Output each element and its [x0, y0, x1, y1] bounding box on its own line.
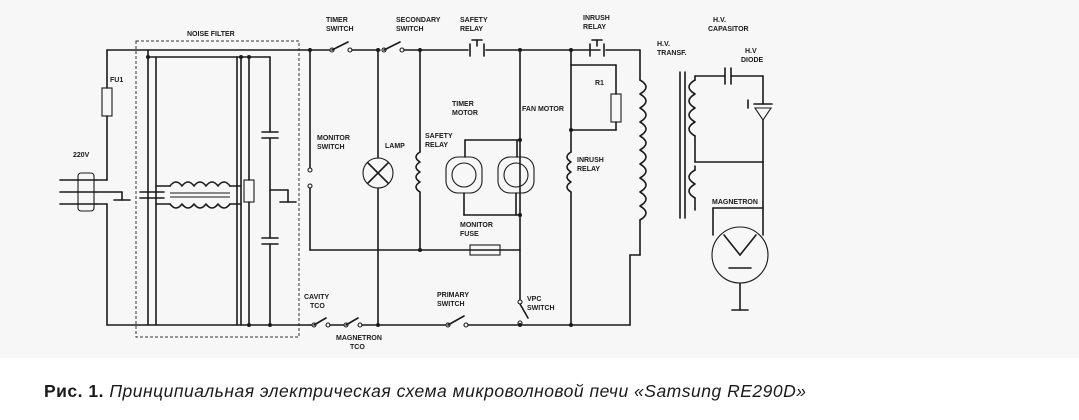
safety-relay-contact — [469, 39, 601, 57]
magnetron-tco-label-2: TCO — [350, 344, 365, 351]
fuse-fu1-label: FU1 — [110, 77, 123, 84]
timer-switch-label-1: TIMER — [326, 17, 348, 24]
vpc-switch — [517, 299, 573, 327]
fan-motor-label: FAN MOTOR — [522, 106, 564, 113]
noise-filter-box — [135, 40, 300, 338]
inrush-relay-coil — [566, 64, 573, 326]
secondary-switch-label-2: SWITCH — [396, 26, 424, 33]
noise-filter-label: NOISE FILTER — [187, 31, 235, 38]
lamp — [362, 48, 394, 326]
lamp-label: LAMP — [385, 143, 405, 150]
hv-capasitor-label-1: H.V. — [713, 17, 726, 24]
inrush-relay-contact — [589, 39, 641, 57]
timer-motor-label-2: MOTOR — [452, 110, 478, 117]
magnetron-tco-label-1: MAGNETRON — [336, 335, 382, 342]
hv-transformer — [639, 49, 696, 256]
magnetron-tco — [343, 317, 379, 328]
secondary-switch — [381, 41, 469, 53]
timer-motor-label-1: TIMER — [452, 101, 474, 108]
timer-switch-label-2: SWITCH — [326, 26, 354, 33]
monitor-switch — [307, 49, 521, 251]
figure-panel: NOISE FILTER 220V FU1 — [59, 15, 773, 351]
cavity-tco-label-2: TCO — [310, 303, 325, 310]
monitor-fuse-label-2: FUSE — [460, 231, 479, 238]
safety-relay-top-label-1: SAFETY — [460, 17, 488, 24]
timer-switch — [309, 41, 381, 53]
circuit-schematic: NOISE FILTER 220V FU1 — [59, 15, 773, 351]
magnetron — [711, 161, 769, 311]
inrush-relay-coil-label-2: RELAY — [577, 166, 600, 173]
primary-switch-label-2: SWITCH — [437, 301, 465, 308]
hv-diode-label-2: DIODE — [741, 57, 764, 64]
monitor-switch-label-1: MONITOR — [317, 135, 350, 142]
primary-switch — [445, 315, 631, 328]
safety-relay-top-label-2: RELAY — [460, 26, 483, 33]
safety-relay-coil — [415, 48, 422, 252]
inrush-relay-coil-label-1: INRUSH — [577, 157, 604, 164]
cavity-tco — [309, 317, 345, 328]
hv-transf-label-1: H.V. — [657, 41, 670, 48]
figure-caption-prefix: Рис. 1. — [44, 381, 104, 401]
figure-caption: Рис. 1. Принципиальная электрическая схе… — [44, 381, 806, 402]
resistor-r1 — [569, 48, 622, 131]
figure-caption-text: Принципиальная электрическая схема микро… — [109, 381, 807, 401]
fan-motor — [497, 139, 535, 216]
vpc-switch-label-1: VPC — [527, 296, 541, 303]
hv-diode — [747, 99, 773, 121]
noise-filter-internals — [139, 49, 297, 327]
monitor-fuse-label-1: MONITOR — [460, 222, 493, 229]
monitor-switch-label-2: SWITCH — [317, 144, 345, 151]
hv-diode-label-1: H.V — [745, 48, 757, 55]
mains-input — [59, 172, 131, 212]
inrush-relay-top-label-2: RELAY — [583, 24, 606, 31]
hv-transf-label-2: TRANSF. — [657, 50, 687, 57]
monitor-fuse — [469, 244, 501, 256]
secondary-switch-label-1: SECONDARY — [396, 17, 441, 24]
fuse-fu1 — [101, 49, 113, 181]
cavity-tco-label-1: CAVITY — [304, 294, 329, 301]
hv-secondary — [694, 67, 764, 211]
r1-label: R1 — [595, 80, 604, 87]
timer-motor — [445, 139, 521, 216]
magnetron-label: MAGNETRON — [712, 199, 758, 206]
safety-relay-coil-label-2: RELAY — [425, 142, 448, 149]
safety-relay-coil-label-1: SAFETY — [425, 133, 453, 140]
hv-capasitor-label-2: CAPASITOR — [708, 26, 749, 33]
inrush-relay-top-label-1: INRUSH — [583, 15, 610, 22]
primary-switch-label-1: PRIMARY — [437, 292, 469, 299]
vpc-switch-label-2: SWITCH — [527, 305, 555, 312]
voltage-label: 220V — [73, 152, 90, 159]
